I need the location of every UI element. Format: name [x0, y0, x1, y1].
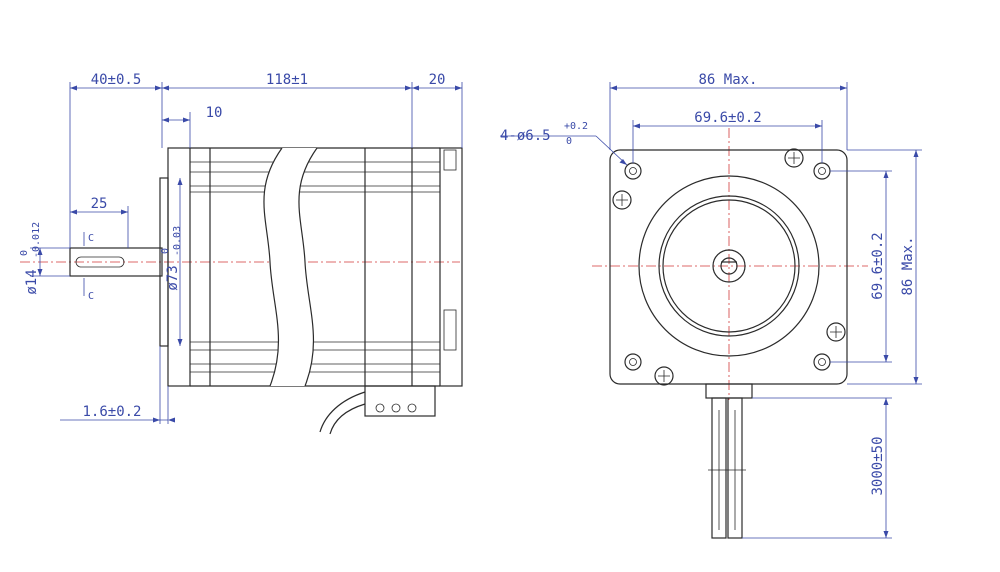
- dim-cable-length: 3000±50: [870, 436, 886, 495]
- dim-shaft-dia-tol-lower: -0.012: [31, 222, 42, 258]
- dim-hole-spacing-v: 69.6±0.2: [870, 232, 886, 299]
- shaft-boss: [712, 249, 746, 283]
- front-extension-lines: [609, 82, 922, 539]
- front-view: 86 Max. 69.6±0.2 4-ø6.5 +0.2 0 86 Max. 6…: [500, 72, 922, 539]
- section-mark-top: C: [88, 233, 94, 244]
- side-view: 40±0.5 118±1 20 10 25 1.6±0.2 ø14 0 -0.0…: [19, 72, 463, 435]
- dim-pilot-dia-tol-lower: -0.03: [172, 226, 183, 256]
- section-mark-bottom: C: [88, 291, 94, 302]
- dim-hole-tol-lower: 0: [566, 136, 572, 147]
- dim-front-width: 86 Max.: [698, 72, 757, 88]
- dim-shaft-length: 40±0.5: [91, 72, 142, 88]
- pilot-inner-circle: [658, 195, 800, 337]
- rear-cap: [439, 147, 463, 387]
- shaft: [69, 247, 163, 277]
- front-flange: [159, 147, 191, 387]
- dim-pilot-dia-main: ø73: [165, 265, 181, 290]
- front-dimension-texts: 86 Max. 69.6±0.2 4-ø6.5 +0.2 0 86 Max. 6…: [500, 72, 916, 496]
- dim-rear-cap: 20: [429, 72, 446, 88]
- cable-exit-side: [319, 385, 436, 435]
- front-flange-square: [609, 149, 848, 385]
- dim-front-height: 86 Max.: [900, 236, 916, 295]
- break-lines: [263, 147, 318, 387]
- shaft-end: [720, 257, 738, 275]
- dim-key-length: 25: [91, 196, 108, 212]
- side-dimension-lines: [37, 85, 462, 423]
- side-extension-lines: [30, 82, 463, 424]
- dim-shaft-dia-tol-upper: 0: [19, 250, 30, 256]
- dim-shaft-dia-main: ø14: [24, 269, 40, 294]
- dim-hole-spacing-h: 69.6±0.2: [694, 110, 761, 126]
- motor-body: [190, 147, 440, 387]
- dim-hole-tol-upper: +0.2: [564, 121, 588, 132]
- side-dimension-texts: 40±0.5 118±1 20 10 25 1.6±0.2 ø14 0 -0.0…: [19, 72, 445, 420]
- pilot-inner-circle-2: [662, 199, 796, 333]
- front-dimension-lines: [500, 85, 919, 538]
- dim-shaft-diameter: ø14 0 -0.012: [19, 222, 42, 295]
- dim-body-length: 118±1: [266, 72, 308, 88]
- screw-heads: [612, 148, 846, 386]
- dim-pilot-diameter: ø73 0 -0.03: [160, 226, 183, 291]
- dim-hole-main: 4-ø6.5: [500, 128, 551, 144]
- dim-flange: 10: [206, 105, 223, 121]
- cable-exit-front: [705, 383, 753, 539]
- dim-pilot-dia-tol-upper: 0: [160, 248, 171, 254]
- pilot-outer-circle: [638, 175, 820, 357]
- dim-pilot-depth: 1.6±0.2: [82, 404, 141, 420]
